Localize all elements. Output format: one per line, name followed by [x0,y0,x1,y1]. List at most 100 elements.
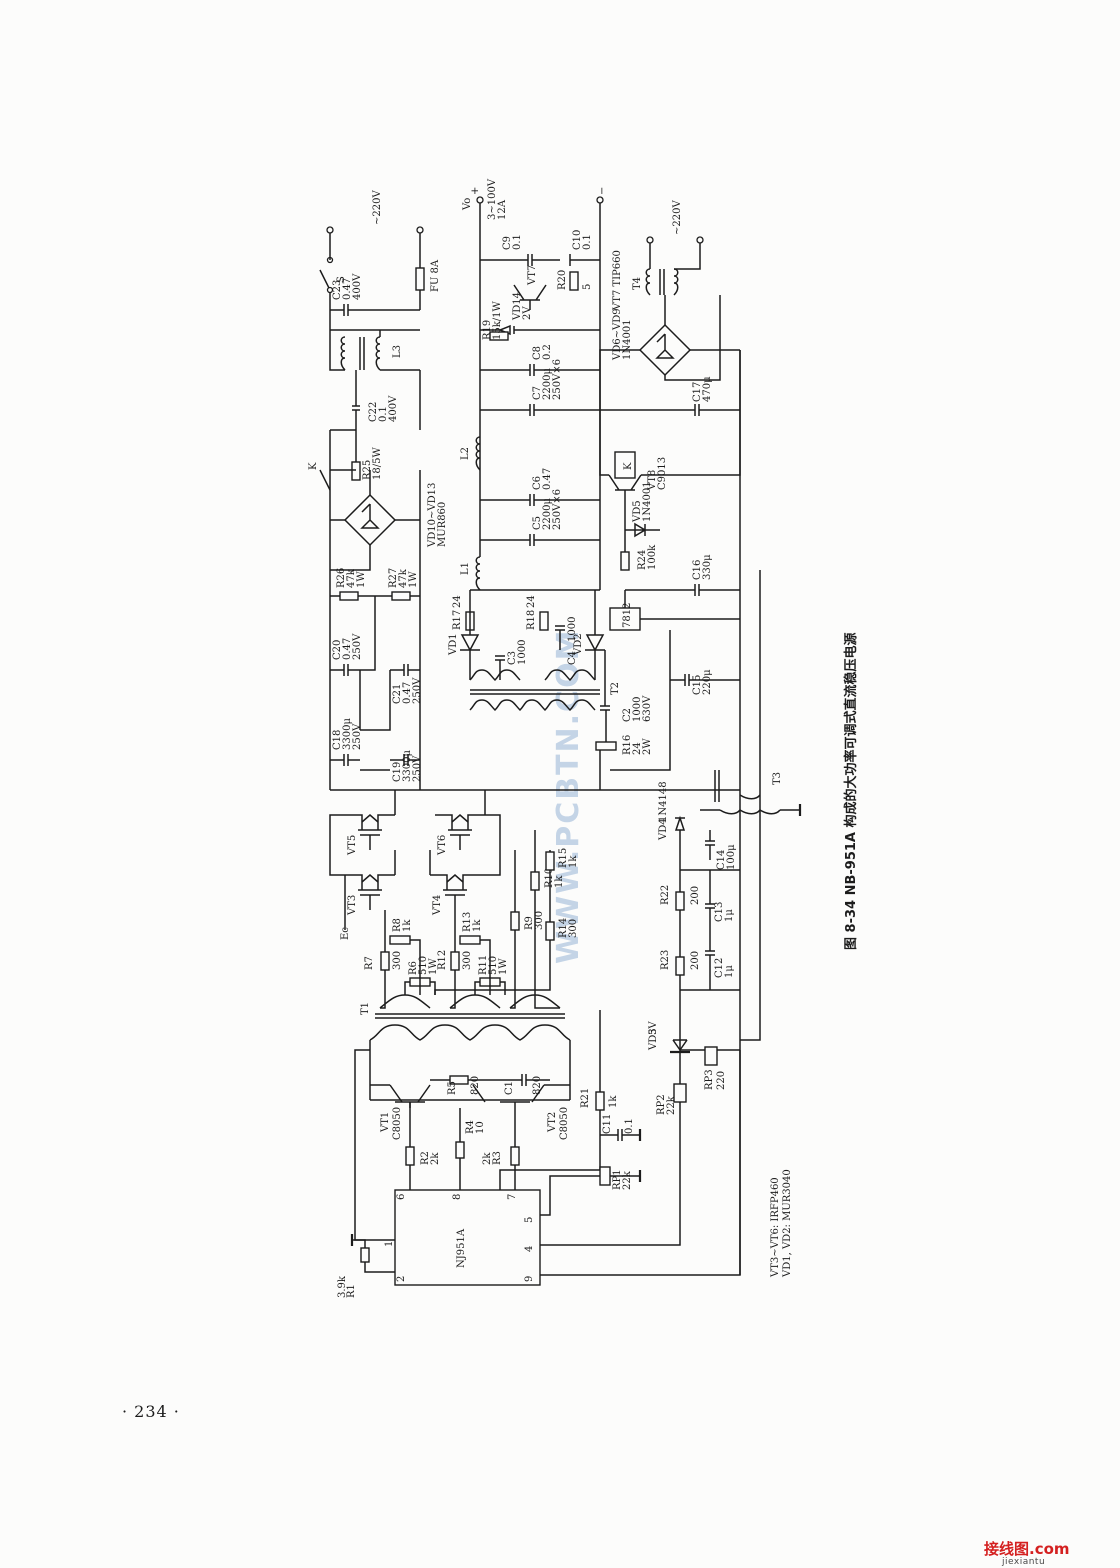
c21-volt: 250V [412,677,423,704]
r27-label: R27 [388,568,399,588]
mains-input-label: ~220V [372,190,383,225]
r18-value: 24 [526,595,537,608]
r26-watt: 1W [356,571,367,588]
r25-label: R25 [362,460,373,480]
c3-label: C3 [507,651,518,665]
switch-s-label: S [336,276,347,283]
r6-watt: 1W [428,958,439,975]
c9-value: 0.1 [512,234,523,250]
l3-label: L3 [392,345,403,358]
l1-label: L1 [460,562,471,575]
r24-value: 100k [647,544,658,570]
c1-label: C1 [504,1081,515,1095]
inductor-l2: L2 [460,436,481,471]
resistor-r18 [539,611,549,631]
c17-value: 470μ [702,376,713,402]
r19-value: 15k/1W [492,300,503,340]
r7-label: R7 [364,956,375,970]
c12-value: 1μ [724,965,735,978]
resistor-r10 [530,871,540,891]
potentiometer-rp1[interactable] [599,1166,611,1186]
c4-value: 1000 [567,617,578,642]
t3-label: T3 [772,772,783,785]
c11-label: C11 [602,1114,613,1134]
r4-label: R4 [465,1120,476,1134]
r2-label: R2 [420,1151,431,1165]
c13-value: 1μ [724,909,735,922]
c23-volt: 400V [352,273,363,300]
t1-transformer: T1 [360,994,571,1041]
c19-volt: 250V [412,755,423,782]
c6-value: 0.47 [542,468,553,490]
mosfet-vt5: VT5 [345,814,395,856]
transformer-t3: T3 [700,770,802,816]
input-section: C18 3300μ 250V C19 3300μ 250V C20 0.47 2… [308,190,448,790]
c2-value: 1000 [632,697,643,722]
c19-value: 3300μ [402,750,413,782]
c18-label: C18 [332,730,343,750]
vd3-label: VD3 [648,1028,659,1051]
c12-label: C12 [714,958,725,978]
ic-pin4: 4 [524,1246,535,1252]
watermark: WWW.PCBTN.COM [551,629,586,964]
out-current: 12A [497,199,508,220]
vd5-part: 1N4001 [642,481,653,522]
note-diodes: VD1, VD2: MUR3040 [782,1169,793,1278]
resistor-r16 [595,741,617,751]
c14-value: 100μ [726,844,737,870]
resistor-r14 [545,921,555,941]
vt7-label: VT7 [527,265,538,286]
c21-label: C21 [392,684,403,704]
rp1-label: RP1 [612,1169,623,1190]
r12-value: 300 [462,951,473,970]
relay-coil-k [614,451,636,479]
vd5-label: VD5 [632,500,643,523]
vt2-part: C8050 [559,1107,570,1140]
r9-label: R9 [524,916,535,930]
r25-value: 18/5W [372,447,383,480]
vt1-label: VT1 [380,1112,391,1133]
fuse [415,267,425,291]
ic-nj951a [394,1189,541,1286]
site-logo-url: jiexiantu [1002,1557,1046,1567]
resistor-r21 [595,1091,605,1111]
c3-value: 1000 [517,640,528,665]
site-logo-text: 接线图.com [984,1540,1070,1558]
bridge-rectifier-2: VD6~VD9 1N4001 [599,308,740,410]
r17-label: R17 [452,610,463,630]
vt2-label: VT2 [547,1112,558,1133]
r15-label: R15 [558,848,569,868]
ic-pin8: 8 [452,1194,463,1200]
vt1-part: C8050 [392,1107,403,1140]
site-logo[interactable]: 接线图.com jiexiantu [984,1538,1070,1567]
c5-value: 2200μ [542,498,553,530]
r5-value: 820 [470,1076,481,1095]
rp2-value: 22k [666,1095,677,1115]
r26-value: 47k [346,568,357,588]
potentiometer-rp3[interactable] [704,1046,718,1066]
r19-label: R19 [482,320,493,340]
c16-label: C16 [692,560,703,580]
page-number: · 234 · [122,1402,180,1421]
r22-label: R22 [660,885,671,905]
vt7-part: VT7 TIP660 [612,250,623,311]
k-contact-label: K [308,462,319,470]
resistor-r25 [351,461,361,481]
c7-volt: 250V×6 [552,359,563,400]
r4-value: 10 [475,1121,486,1134]
bridge2-ref: VD6~VD9 [612,308,623,361]
c5-volt: 250V×6 [552,489,563,530]
figure-caption: 图 8-34 NB-951A 构成的大功率可调式直流稳压电源 [843,633,859,951]
c22-label: C22 [368,402,379,422]
r1-label: R1 [346,1284,357,1298]
rp3-value: 220 [716,1071,727,1090]
r20-value: 5 [582,284,593,290]
c19-label: C19 [392,762,403,782]
control-ic-section: NJ951A 6 8 7 5 4 9 2 1 R1 3.9k R2 2k [337,770,793,1298]
t4-label: T4 [632,277,643,290]
c22-value: 0.1 [378,406,389,422]
out-symbol: Vo [462,198,473,211]
r11-value: 510 [488,956,499,975]
r22-value: 200 [690,886,701,905]
resistor-r27 [391,591,411,601]
